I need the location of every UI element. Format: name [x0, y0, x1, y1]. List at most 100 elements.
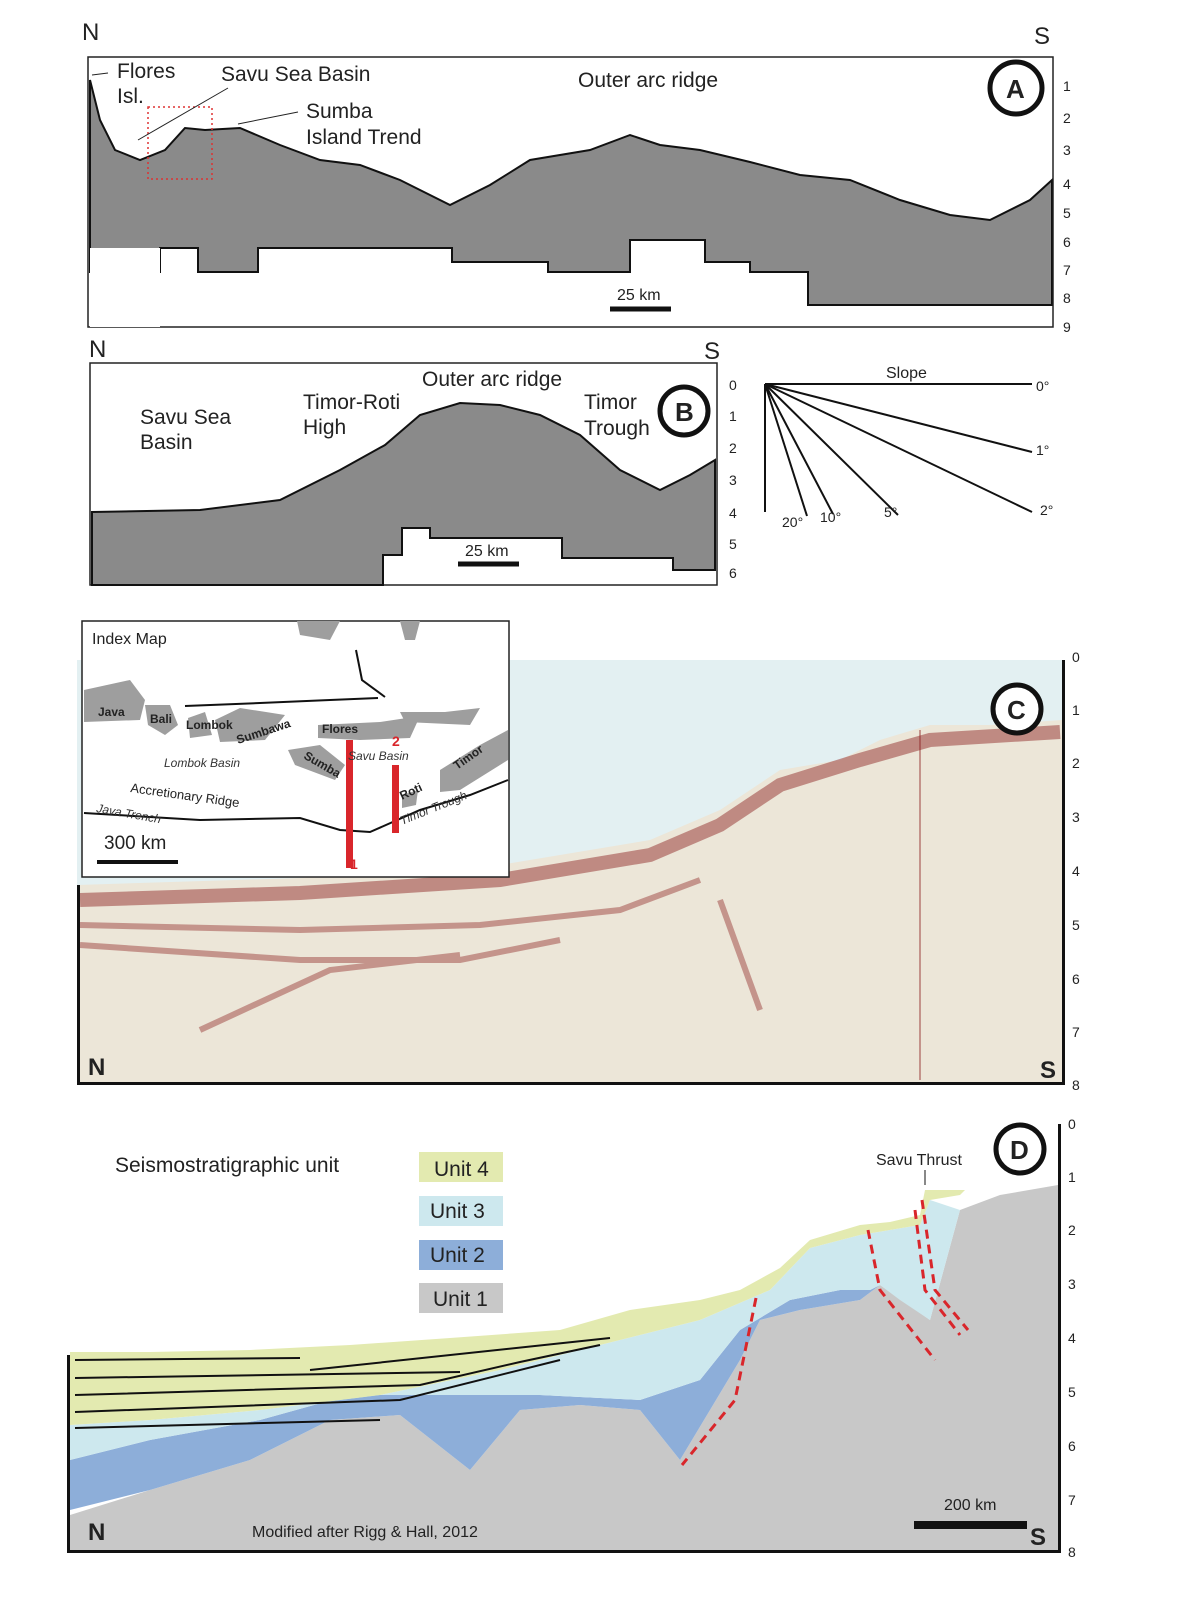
north-label: N	[88, 1054, 105, 1081]
panel-a-id: A	[1006, 74, 1025, 104]
credit: Modified after Rigg & Hall, 2012	[252, 1524, 478, 1541]
svg-text:1: 1	[1063, 78, 1071, 94]
map-scale-label: 300 km	[104, 833, 166, 854]
north-label: N	[89, 336, 106, 363]
seismic-section-c	[77, 720, 1062, 1085]
zoom-box	[147, 106, 213, 180]
north-label: N	[88, 1519, 105, 1546]
svg-text:Lombok Basin: Lombok Basin	[164, 756, 240, 770]
label-timor: Timor	[584, 391, 637, 414]
seismic-section-a	[89, 79, 1053, 306]
svg-text:6: 6	[1068, 1438, 1076, 1454]
panel-c-badge	[990, 682, 1044, 736]
panel-a: N S Flores Isl. Savu Sea Basin Sumba Isl…	[82, 19, 1071, 335]
svg-text:2: 2	[1068, 1222, 1076, 1238]
south-label: S	[1030, 1524, 1046, 1551]
seismic-section-b	[91, 401, 716, 586]
svg-text:4: 4	[1072, 863, 1080, 879]
svg-text:1: 1	[350, 856, 358, 872]
svg-text:3: 3	[1072, 809, 1080, 825]
svg-text:20°: 20°	[782, 514, 803, 530]
svg-text:10°: 10°	[820, 509, 841, 525]
depth-axis-c: 0 1 2 3 4 5 6 7 8	[1072, 649, 1080, 1093]
panel-b: N S Savu Sea Basin Timor-Roti High Outer…	[89, 336, 737, 586]
label-island-trend: Island Trend	[306, 126, 422, 149]
unit-3	[70, 1200, 960, 1460]
svg-text:5: 5	[1063, 205, 1071, 221]
svg-text:1°: 1°	[1036, 442, 1049, 458]
svg-text:8: 8	[1072, 1077, 1080, 1093]
unit-2	[70, 1285, 880, 1510]
svg-text:Savu Basin: Savu Basin	[348, 749, 409, 763]
panel-d: Seismostratigraphic unit Unit 4 Unit 3 U…	[67, 1116, 1076, 1560]
reflectors	[74, 1337, 611, 1429]
profile-line-2	[392, 765, 399, 833]
south-label: S	[1040, 1057, 1056, 1084]
svg-text:0°: 0°	[1036, 378, 1049, 394]
label-outer-arc-ridge: Outer arc ridge	[578, 69, 718, 92]
label-basin: Basin	[140, 431, 193, 454]
label-savu-sea: Savu Sea	[140, 406, 231, 429]
label-savu-sea-basin: Savu Sea Basin	[221, 63, 370, 86]
svg-text:8: 8	[1068, 1544, 1076, 1560]
svg-text:6: 6	[729, 565, 737, 581]
panel-c-id: C	[1007, 695, 1026, 725]
depth-axis-b: 0 1 2 3 4 5 6	[729, 377, 737, 581]
legend-title: Seismostratigraphic unit	[115, 1154, 339, 1177]
label-outer-arc-ridge: Outer arc ridge	[422, 368, 562, 391]
svg-text:6: 6	[1072, 971, 1080, 987]
svg-text:Unit 4: Unit 4	[434, 1158, 489, 1181]
panel-b-id: B	[675, 397, 694, 427]
label-timor-roti: Timor-Roti	[303, 391, 400, 414]
svg-text:8: 8	[1063, 290, 1071, 306]
scale-label: 25 km	[465, 543, 509, 560]
label-high: High	[303, 416, 346, 439]
svg-text:Bali: Bali	[150, 712, 172, 726]
svg-text:1: 1	[729, 408, 737, 424]
unit-4	[70, 1190, 965, 1425]
svg-text:Lombok: Lombok	[186, 718, 233, 732]
index-map-title: Index Map	[92, 631, 167, 648]
svg-text:2: 2	[392, 733, 400, 749]
svg-text:Unit 1: Unit 1	[433, 1288, 488, 1311]
slope-legend: Slope 0° 1° 2° 5° 10° 20°	[764, 365, 1053, 530]
svg-text:4: 4	[1068, 1330, 1076, 1346]
svg-text:0: 0	[1068, 1116, 1076, 1132]
svg-text:Unit 2: Unit 2	[430, 1244, 485, 1267]
svg-text:3: 3	[729, 472, 737, 488]
label-sumba: Sumba	[306, 100, 373, 123]
panel-a-badge	[987, 59, 1045, 117]
label-trough: Trough	[584, 417, 650, 440]
svg-text:2: 2	[729, 440, 737, 456]
svg-text:4: 4	[1063, 176, 1071, 192]
svg-text:Java: Java	[98, 705, 125, 719]
south-label: S	[1034, 23, 1050, 50]
svg-text:3: 3	[1068, 1276, 1076, 1292]
south-label: S	[704, 338, 720, 365]
panel-c: N S C 0 1 2 3 4 5 6 7 8	[77, 620, 1080, 1093]
svg-text:5: 5	[1072, 917, 1080, 933]
svg-text:9: 9	[1063, 319, 1071, 335]
depth-axis-d: 0 1 2 3 4 5 6 7 8	[1068, 1116, 1076, 1560]
unit-1	[70, 1185, 1058, 1552]
svg-text:Flores: Flores	[322, 722, 358, 736]
svg-text:5: 5	[1068, 1384, 1076, 1400]
svg-text:1: 1	[1072, 702, 1080, 718]
svg-text:0: 0	[729, 377, 737, 393]
savu-thrust-label: Savu Thrust	[876, 1152, 963, 1169]
scale-label: 25 km	[617, 287, 661, 304]
svg-text:7: 7	[1063, 262, 1071, 278]
label-flores: Flores	[117, 60, 175, 83]
index-map: Index Map Java Bali Lombok Sumbawa Flore…	[81, 620, 510, 878]
svg-text:5: 5	[729, 536, 737, 552]
panel-d-id: D	[1010, 1135, 1029, 1165]
svg-text:Unit 3: Unit 3	[430, 1200, 485, 1223]
svg-text:5°: 5°	[884, 504, 897, 520]
label-isl: Isl.	[117, 85, 144, 108]
svg-text:0: 0	[1072, 649, 1080, 665]
svg-text:7: 7	[1072, 1024, 1080, 1040]
north-label: N	[82, 19, 99, 46]
panel-d-badge	[993, 1122, 1047, 1176]
profile-line-1	[346, 740, 353, 868]
